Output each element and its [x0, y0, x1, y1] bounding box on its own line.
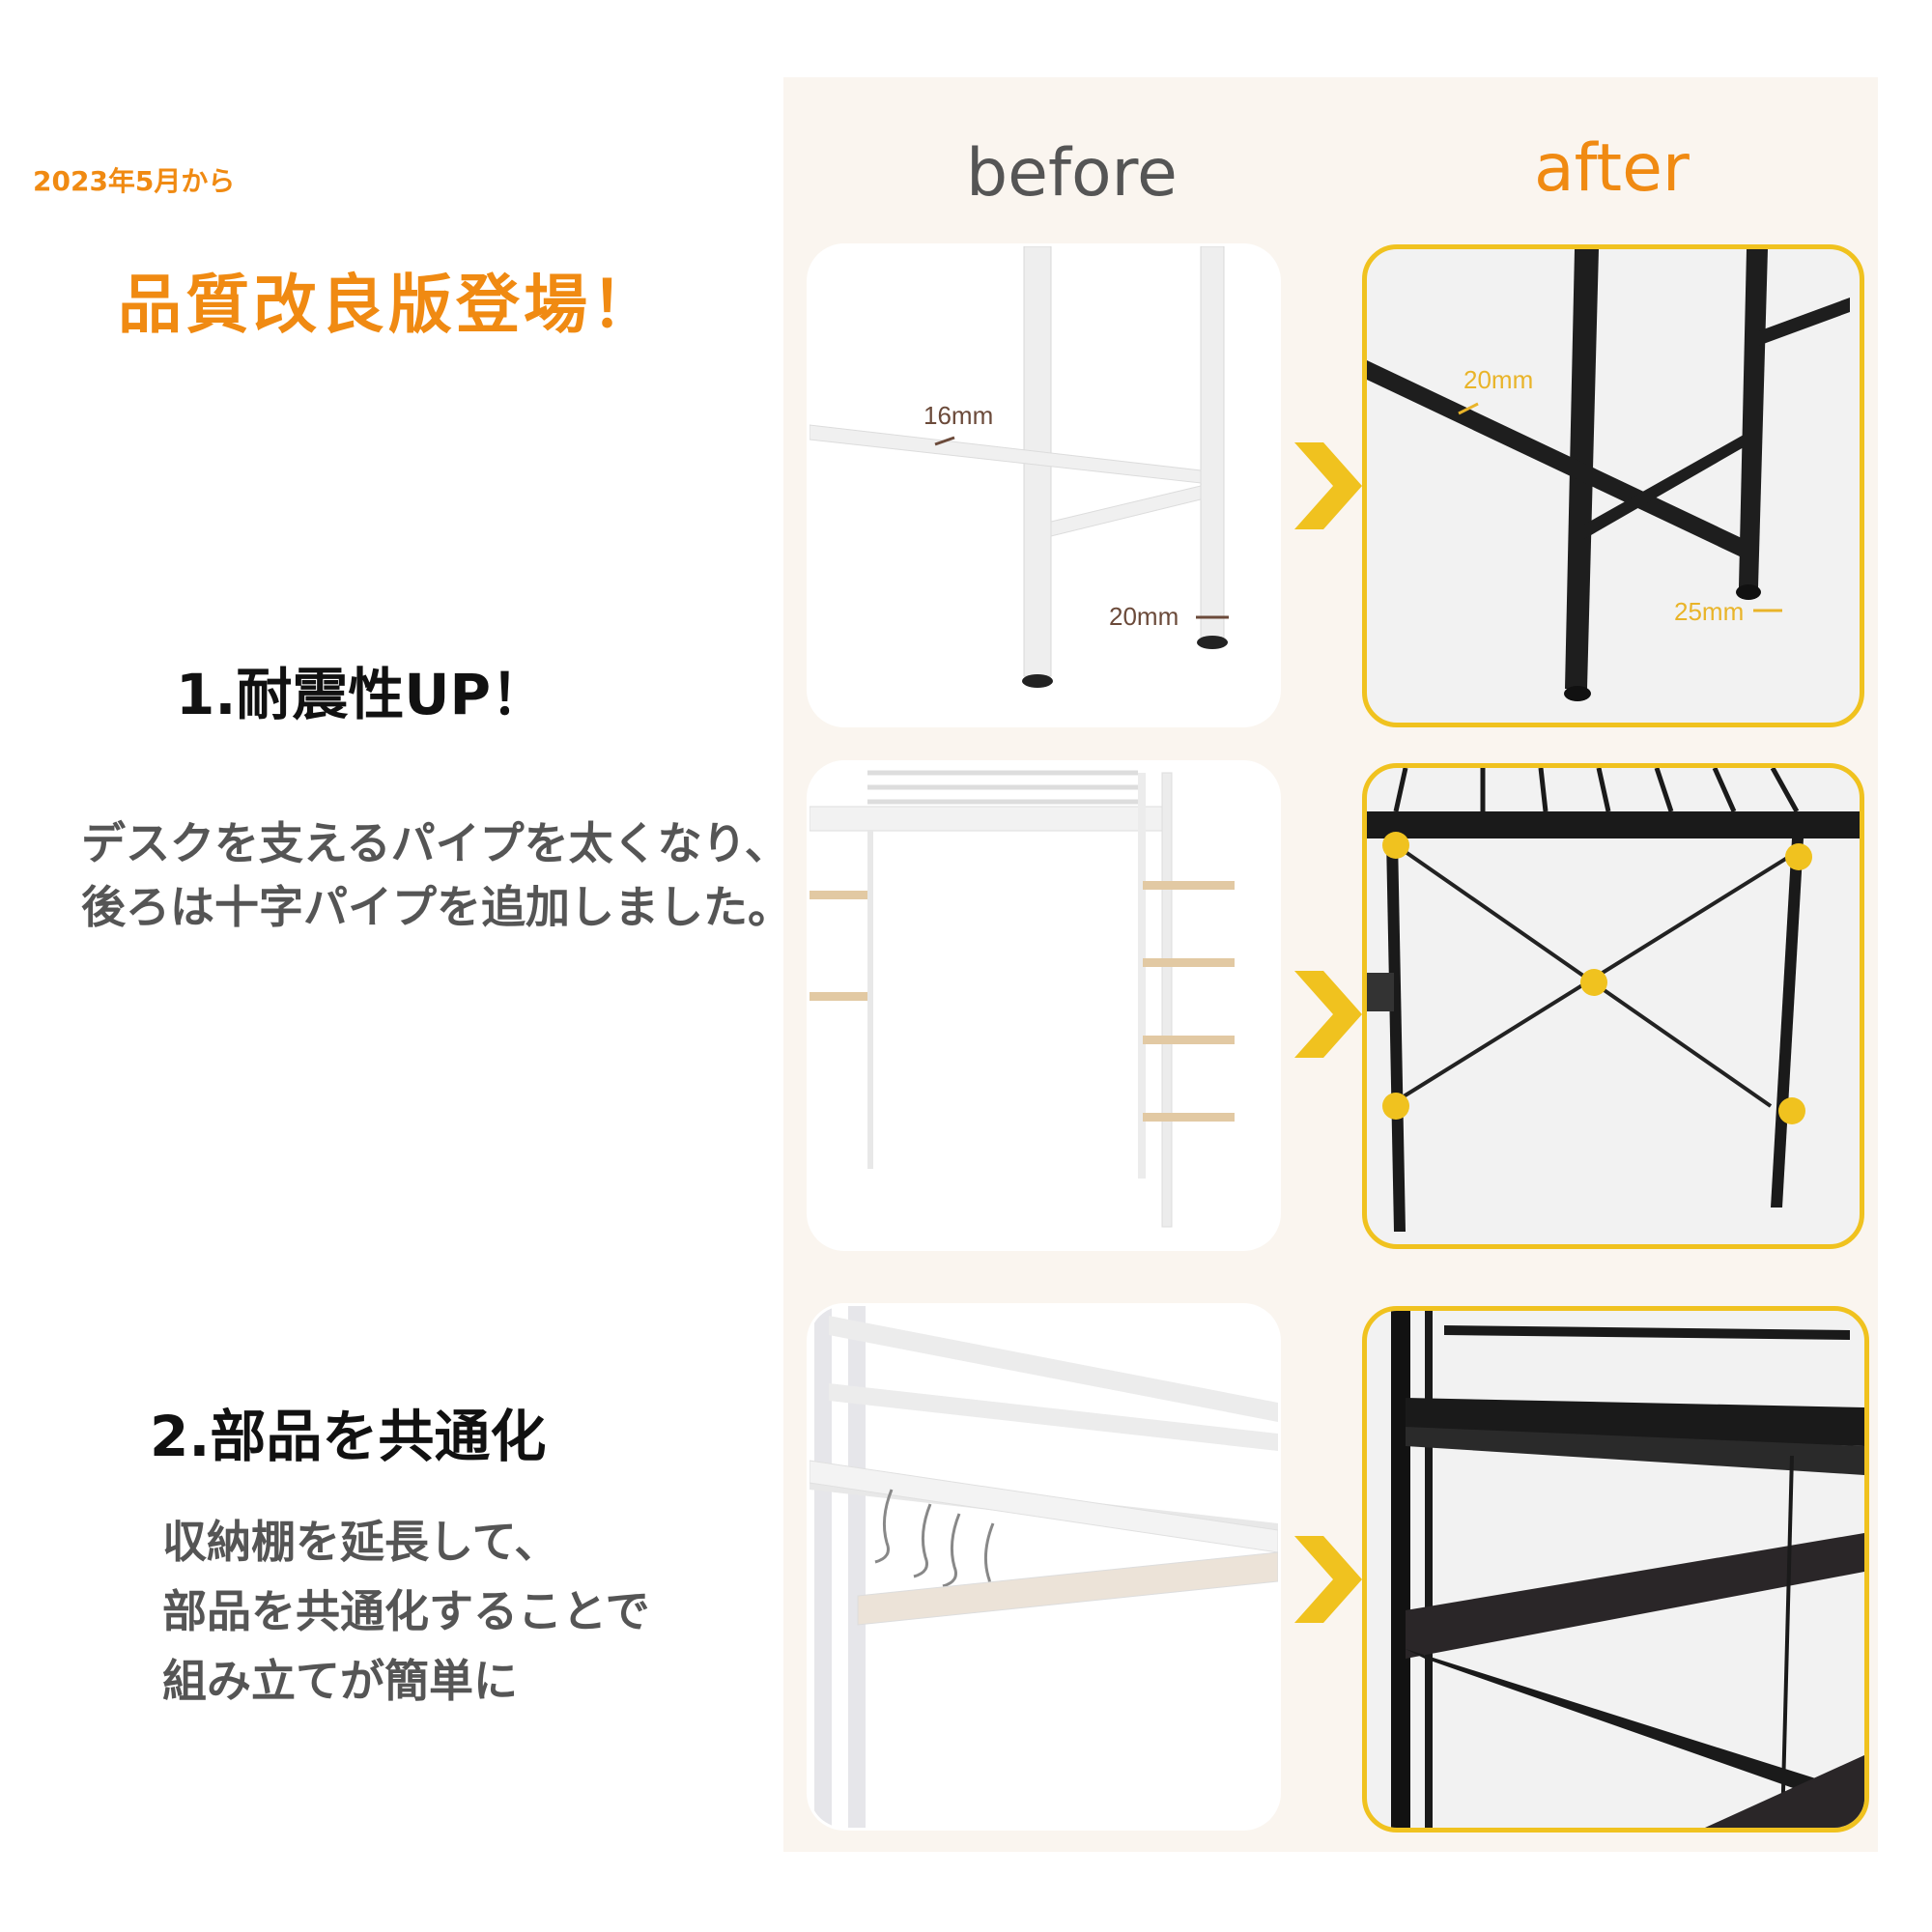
dimension-label: 25mm: [1674, 597, 1745, 626]
chevron-right-icon: [1294, 971, 1362, 1058]
dimension-label: 20mm: [1109, 602, 1179, 631]
before-image-shelf-hooks: [810, 1306, 1278, 1828]
release-date: 2023年5月から: [33, 165, 236, 197]
section-2-body-line: 部品を共通化することで: [162, 1585, 650, 1637]
white-shelf-hooks-illustration: [810, 1306, 1278, 1828]
headline: 品質改良版登場！: [118, 268, 659, 342]
chevron-right-icon: [1294, 1536, 1362, 1623]
black-frame-legs-illustration: [1367, 249, 1850, 701]
black-cross-brace-illustration: [1367, 768, 1860, 1232]
white-loft-bed-illustration: [810, 770, 1235, 1228]
section-1-body-line: デスクを支えるパイプを太くなり、: [81, 817, 789, 869]
after-image-shelf-extended: [1362, 1306, 1869, 1833]
dimension-label: 16mm: [923, 401, 994, 430]
section-2-body-line: 組み立てが簡単に: [162, 1655, 518, 1707]
section-1-title: 1.耐震性UP！: [176, 662, 547, 727]
before-image-loft-front: [810, 763, 1278, 1248]
white-frame-legs-illustration: [810, 246, 1229, 688]
section-2-body: 収納棚を延長して、 部品を共通化することで 組み立てが簡単に: [162, 1507, 650, 1716]
dimension-label: 20mm: [1463, 365, 1534, 394]
chevron-right-icon: [1294, 442, 1362, 529]
section-1-body: デスクを支えるパイプを太くなり、 後ろは十字パイプを追加しました。: [81, 811, 792, 939]
section-1-body-line: 後ろは十字パイプを追加しました。: [81, 881, 792, 933]
after-image-leg-detail: 20mm 25mm: [1362, 244, 1864, 727]
section-2-body-line: 収納棚を延長して、: [162, 1516, 559, 1568]
before-image-leg-detail: 16mm 20mm: [810, 246, 1278, 724]
after-label: after: [1534, 130, 1690, 207]
section-2-title: 2.部品を共通化: [150, 1404, 547, 1469]
before-label: before: [966, 135, 1178, 212]
after-image-cross-brace: [1362, 763, 1864, 1249]
black-shelf-illustration: [1391, 1311, 1864, 1828]
